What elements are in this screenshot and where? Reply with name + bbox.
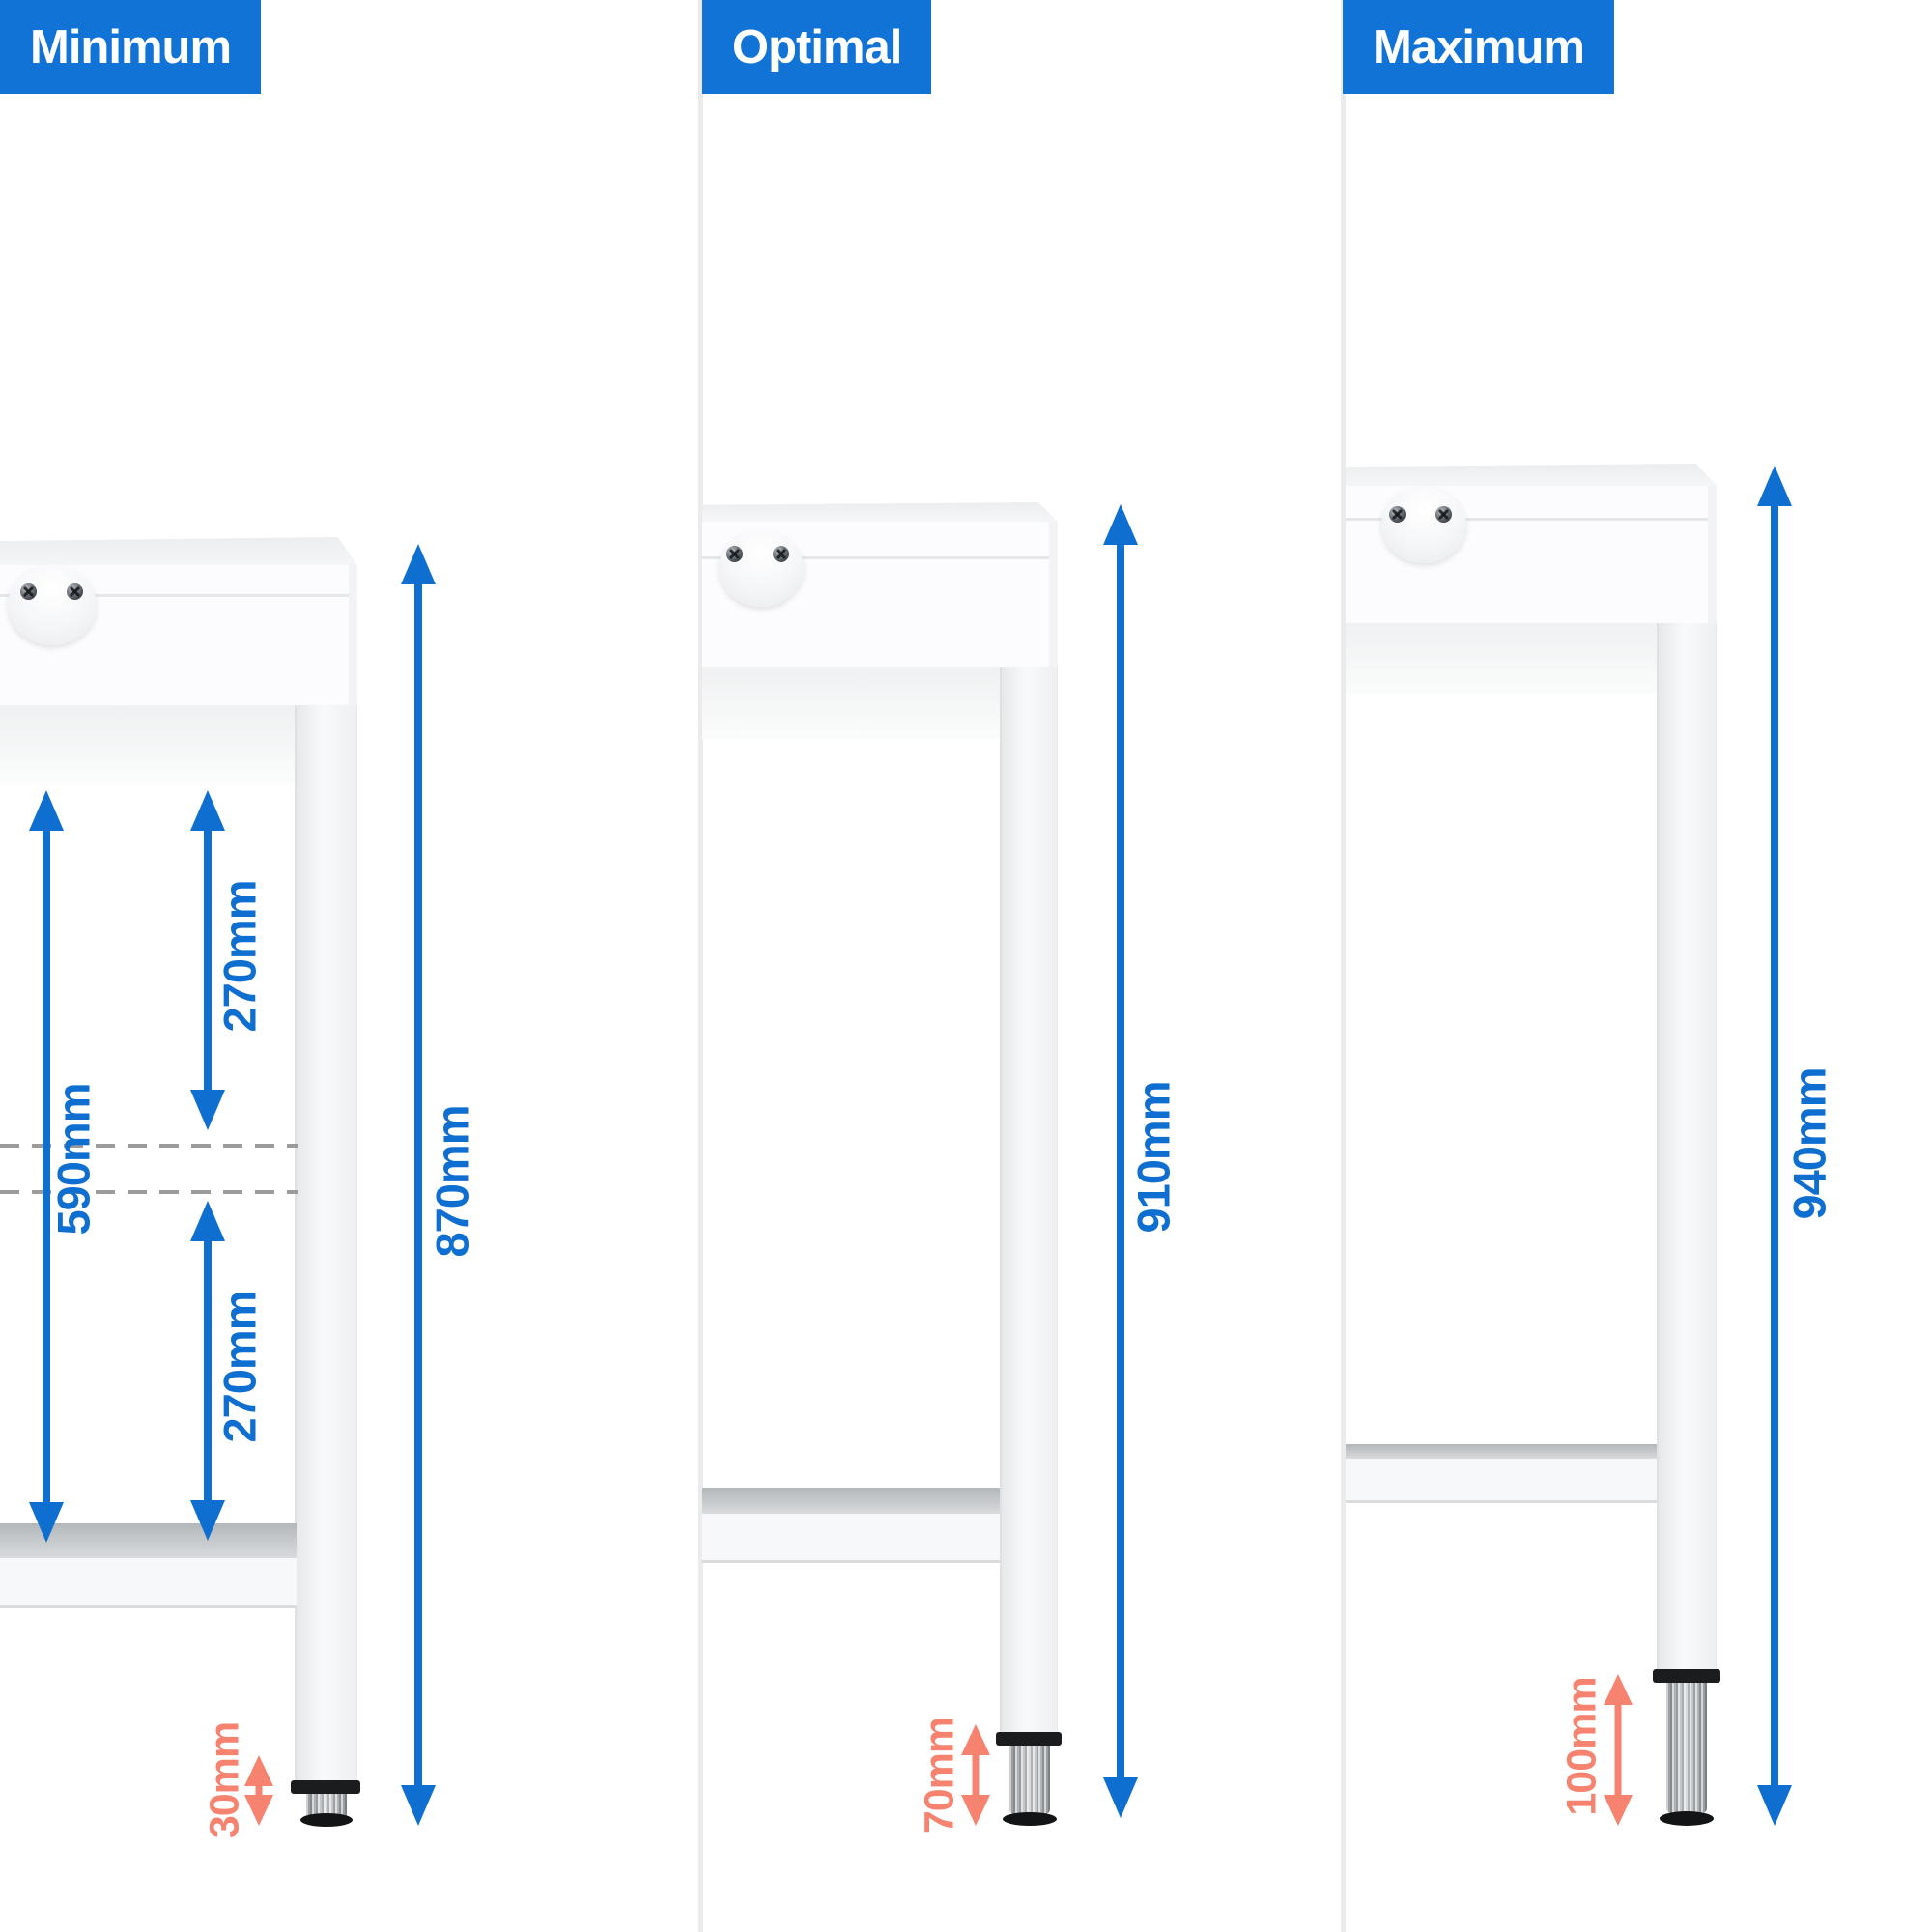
foot-base [1660, 1811, 1714, 1826]
screw-icon [726, 546, 743, 562]
table-leg [1657, 623, 1717, 1669]
dim-label-overall: 910mm [1127, 1081, 1179, 1234]
adjustable-foot [1666, 1682, 1707, 1813]
panel-title-minimum: Minimum [0, 0, 262, 94]
panel-title-text: Maximum [1373, 20, 1585, 73]
tabletop-right-edge [1708, 486, 1717, 623]
dim-label-upper: 270mm [213, 880, 266, 1033]
dim-label-overall: 940mm [1783, 1067, 1835, 1220]
screw-icon [1435, 506, 1452, 523]
screw-icon [1389, 506, 1406, 523]
adjustable-foot [1009, 1745, 1050, 1814]
under-shelf-top [1346, 1444, 1657, 1459]
arrowhead-down-icon [401, 1785, 436, 1826]
mount-bracket [719, 529, 804, 607]
dim-label-overall: 870mm [426, 1105, 478, 1258]
arrowhead-down-icon [190, 1090, 225, 1130]
table-leg [295, 705, 357, 1780]
under-shelf-face [0, 1558, 297, 1608]
arrow-inner-clearance [29, 790, 64, 1543]
arrow-upper-section [190, 790, 225, 1130]
mount-bracket [8, 564, 97, 645]
arrow-overall-height [1103, 504, 1138, 1818]
panel-title-text: Minimum [30, 20, 232, 73]
tabletop-top-surface [0, 537, 357, 565]
arrow-foot-adjustment [961, 1724, 990, 1826]
arrowhead-down-icon [961, 1795, 990, 1826]
tabletop-seam-line [1346, 518, 1710, 521]
tabletop-seam-line [702, 556, 1051, 559]
screw-icon [20, 583, 37, 600]
arrowhead-down-icon [1103, 1777, 1138, 1818]
dim-label-foot: 30mm [201, 1721, 248, 1839]
foot-clamp [1653, 1669, 1720, 1683]
arrowhead-down-icon [1757, 1785, 1792, 1826]
arrow-overall-height [401, 544, 436, 1826]
under-shelf-face [1346, 1459, 1657, 1503]
tabletop-underside-band [0, 705, 296, 784]
arrow-foot-adjustment [1604, 1674, 1633, 1826]
mount-bracket [1381, 486, 1466, 563]
dim-label-foot: 70mm [916, 1717, 963, 1834]
dim-label-clearance: 590mm [47, 1083, 99, 1236]
table-leg [1000, 667, 1058, 1732]
arrow-lower-section [190, 1201, 225, 1541]
foot-clamp [291, 1780, 360, 1794]
panel-title-text: Optimal [732, 20, 902, 73]
tabletop-right-edge [1049, 522, 1058, 667]
under-shelf-top [702, 1488, 1000, 1514]
panel-title-maximum: Maximum [1343, 0, 1615, 94]
arrowhead-down-icon [244, 1795, 273, 1826]
arrow-foot-adjustment [244, 1755, 273, 1826]
tabletop-underside-band [1346, 623, 1662, 694]
dim-label-lower: 270mm [213, 1291, 266, 1443]
tabletop-right-edge [349, 565, 357, 705]
under-shelf-face [702, 1514, 1000, 1563]
tabletop-top-surface [702, 502, 1058, 522]
tabletop-top-surface [1346, 464, 1717, 486]
screw-icon [67, 583, 83, 600]
panel-title-optimal: Optimal [702, 0, 932, 94]
foot-base [1003, 1812, 1057, 1826]
tabletop-seam-line [0, 594, 350, 597]
arrow-overall-height [1757, 466, 1792, 1826]
panel-divider-1 [698, 0, 703, 1932]
foot-clamp [996, 1732, 1062, 1746]
arrowhead-down-icon [190, 1500, 225, 1541]
dashed-reference-line [0, 1144, 298, 1148]
tabletop-underside-band [702, 667, 1000, 740]
dim-label-foot: 100mm [1558, 1677, 1605, 1816]
arrowhead-down-icon [29, 1502, 64, 1543]
panel-divider-2 [1341, 0, 1346, 1932]
foot-base [300, 1813, 353, 1827]
dashed-reference-line [0, 1190, 298, 1194]
screw-icon [773, 546, 789, 562]
arrowhead-down-icon [1604, 1795, 1633, 1826]
